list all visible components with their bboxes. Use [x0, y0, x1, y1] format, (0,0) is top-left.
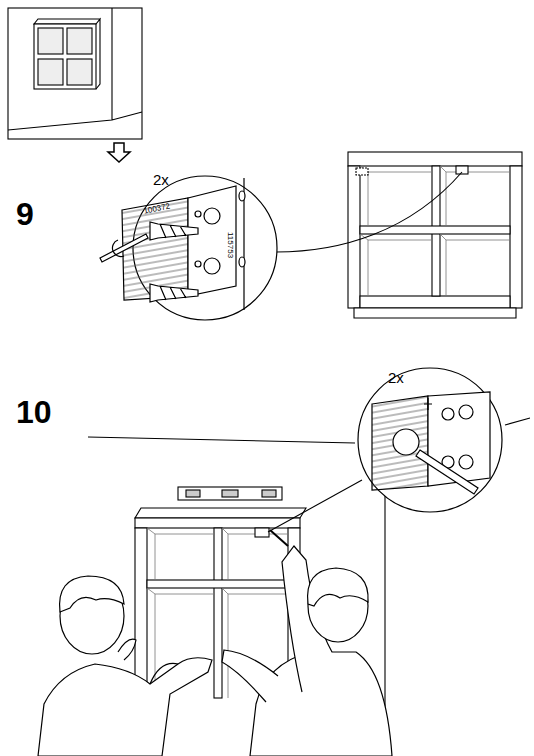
shelf-board	[147, 580, 288, 588]
top-panel	[348, 152, 522, 166]
turn-arrow	[112, 240, 124, 257]
bracket-plate	[428, 392, 490, 486]
shelf-cell	[38, 59, 63, 85]
screwdriver	[416, 450, 478, 494]
shelf-cell	[67, 59, 92, 85]
magnifier	[358, 368, 502, 512]
side-panel	[510, 166, 522, 308]
person-hair	[60, 576, 124, 612]
bracket-plate	[372, 396, 428, 490]
person-hair	[308, 568, 369, 606]
shelf-cell	[38, 28, 63, 54]
person-body	[250, 652, 392, 756]
room-inset	[8, 8, 142, 139]
quantity-mark: 2x	[388, 370, 404, 385]
room-corner	[8, 8, 142, 130]
leader-line	[268, 480, 362, 532]
bracket-mark	[255, 528, 269, 537]
screw-hole	[393, 429, 419, 455]
top-panel	[135, 508, 306, 518]
step-number: 9	[16, 198, 34, 230]
bracket-plate	[188, 186, 236, 296]
small-shelf	[34, 24, 96, 89]
screw-hole	[195, 211, 201, 217]
person-hand	[118, 639, 136, 660]
person-body	[38, 658, 212, 756]
screwdriver	[270, 530, 288, 546]
inset-frame	[8, 8, 142, 139]
leader-line	[276, 172, 462, 252]
down-arrow	[108, 143, 130, 162]
screw-hole	[459, 405, 473, 419]
person-arm	[222, 650, 278, 702]
screw-hole	[204, 208, 220, 224]
level-vial	[186, 490, 200, 497]
person	[222, 530, 392, 756]
screw-head	[442, 408, 454, 420]
shelf-depth	[34, 19, 100, 89]
plinth	[354, 308, 516, 318]
level-vial	[262, 490, 276, 497]
bracket-edge	[424, 398, 432, 410]
spirit-level	[178, 487, 282, 500]
shelf-unit	[348, 152, 522, 318]
part-number: 115753	[226, 232, 234, 258]
detail-circle	[358, 368, 502, 512]
shelf-board	[360, 226, 510, 234]
level-vial	[222, 490, 238, 497]
screw-hole	[195, 261, 201, 267]
bracket-mark	[356, 168, 368, 175]
part-number: 100372	[143, 202, 171, 215]
bottom-panel	[360, 296, 510, 308]
screwdriver	[100, 234, 148, 262]
step-number: 10	[16, 396, 52, 428]
quantity-mark: 2x	[153, 172, 169, 187]
screw	[150, 222, 198, 240]
screw	[150, 284, 198, 302]
top-panel	[135, 518, 300, 528]
panel-hole	[239, 257, 245, 267]
side-panel	[348, 166, 360, 308]
screw-hole	[459, 455, 473, 469]
person	[38, 576, 212, 756]
shelf-cell	[67, 28, 92, 54]
detail-circle	[100, 176, 277, 320]
screw-hole	[204, 258, 220, 274]
divider	[214, 528, 222, 698]
side-panel	[135, 528, 147, 698]
person-arm	[150, 663, 178, 684]
panel-hole	[239, 191, 245, 201]
